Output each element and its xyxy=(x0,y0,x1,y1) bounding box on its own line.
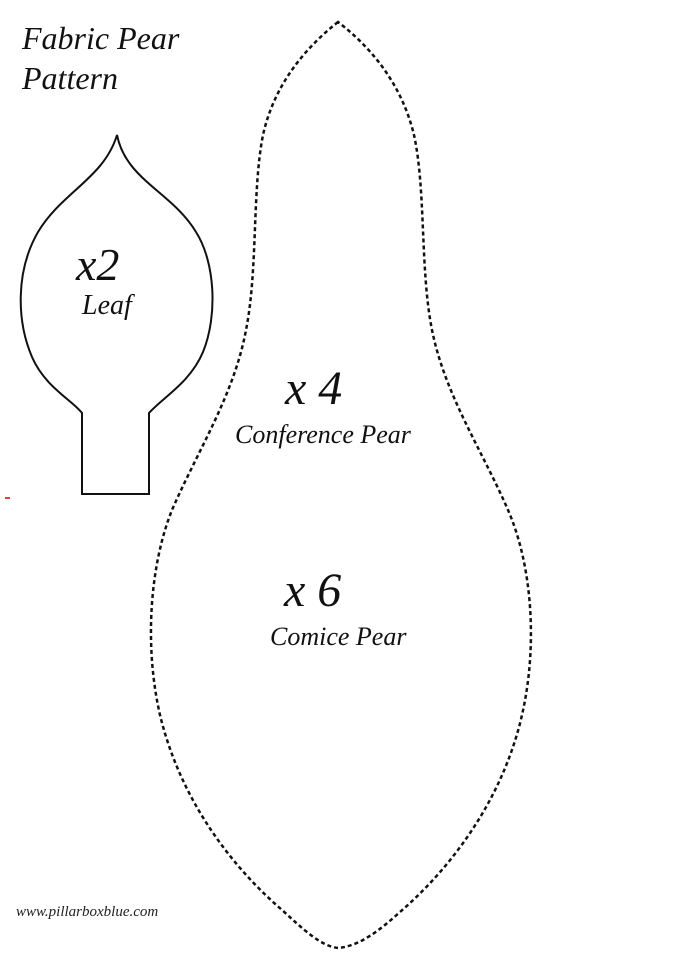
title-line-2: Pattern xyxy=(22,60,118,96)
leaf-name: Leaf xyxy=(82,290,132,321)
stray-mark xyxy=(5,497,10,499)
comice-name: Comice Pear xyxy=(270,622,407,651)
leaf-outline xyxy=(19,134,214,495)
website-credit: www.pillarboxblue.com xyxy=(16,904,159,920)
conference-name: Conference Pear xyxy=(235,420,411,449)
conference-count: x 4 xyxy=(285,362,343,415)
pear-outline xyxy=(149,20,533,950)
comice-count: x 6 xyxy=(284,564,342,617)
leaf-count: x2 xyxy=(76,239,120,290)
page-title: Fabric Pear Pattern xyxy=(22,18,179,98)
title-line-1: Fabric Pear xyxy=(22,20,180,56)
